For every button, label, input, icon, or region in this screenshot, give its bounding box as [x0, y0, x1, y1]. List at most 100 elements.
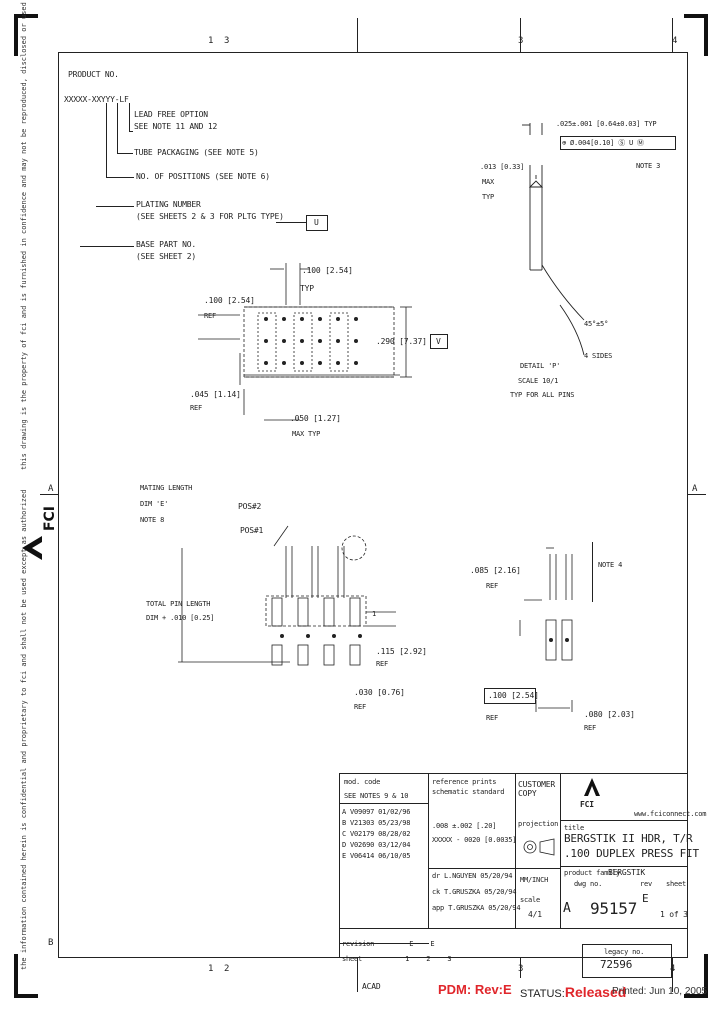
zone-divider-top-1: [357, 18, 358, 52]
scale-value: 4/1: [528, 910, 542, 919]
status: STATUS:Released: [520, 984, 626, 1000]
title-line-1: BERGSTIK II HDR, T/R: [564, 832, 693, 845]
pos-2: POS#2: [238, 502, 262, 511]
printed-date: Printed: Jun 10, 2005: [612, 986, 708, 997]
rev-label: rev: [640, 880, 653, 888]
zone-side-right-a: A: [692, 484, 698, 494]
side-view-drawing: [178, 525, 396, 666]
legacy-box: [582, 944, 672, 978]
leader-plating-code: [276, 222, 306, 223]
acad-label: ACAD: [362, 982, 381, 991]
dim-013-typ: TYP: [482, 193, 495, 201]
plating-number: PLATING NUMBER: [136, 200, 201, 209]
sheet-revision-1: E: [409, 940, 414, 948]
top-view-drawing: [198, 263, 412, 421]
rev-row: A V09097 01/02/96: [342, 808, 411, 816]
tube-packaging: TUBE PACKAGING (SEE NOTE 5): [134, 148, 259, 157]
crop-mark-br-h: [684, 994, 708, 998]
zone-top-2: 3: [224, 36, 230, 46]
mod-code-label: mod. code: [344, 778, 381, 786]
product-code: XXXXX-XXYYY-LF: [64, 95, 129, 104]
dim-013: .013 [0.33]: [480, 163, 525, 171]
tb-col-1: [428, 773, 429, 928]
sheet-revision-label: revision: [342, 940, 375, 948]
product-family: BERGSTIK: [608, 868, 645, 877]
zone-tick-left: [40, 494, 58, 495]
datum-v: V: [436, 337, 441, 346]
plating-type: (SEE SHEETS 2 & 3 FOR PLTG TYPE): [136, 212, 284, 221]
crop-mark-tl-h: [14, 14, 38, 18]
tb-row-family: [560, 866, 688, 867]
title-fci-logo: FCI: [580, 800, 594, 809]
angle-1: 45°±5°: [584, 320, 609, 328]
revision-history: A V09097 01/02/96 B V21303 05/23/98 C V0…: [342, 808, 428, 860]
sheet-number-1: 1: [405, 955, 410, 963]
leader-pos: [106, 103, 107, 177]
pin-dim-1: .025±.001 [0.64±0.03] TYP: [556, 120, 657, 128]
dim-width: .290 [7.37]: [376, 337, 427, 346]
dim-row-ref: REF: [204, 312, 217, 320]
angle-2: 4 SIDES: [584, 352, 613, 360]
crop-mark-br-v: [704, 954, 708, 998]
datum-v-box: [430, 334, 448, 349]
tb-col-2: [515, 773, 516, 928]
zone-side-left-b: B: [48, 938, 54, 948]
zone-bottom-2: 2: [224, 964, 230, 974]
tb-row-rev-head: [339, 803, 428, 804]
zone-top-1: 1: [208, 36, 214, 46]
pin-tolerance-box: [560, 136, 676, 150]
dim-pitch-typ: TYP: [300, 284, 314, 293]
product-family-label: product family: [564, 869, 621, 877]
zone-divider-top-3: [672, 18, 673, 52]
dim-edge-ref: REF: [190, 404, 203, 412]
sheet-number-2: 2: [426, 955, 431, 963]
sheet-label: sheet: [666, 880, 687, 888]
detail-p-scale: SCALE 10/1: [518, 377, 559, 385]
leader-lf-h: [129, 131, 133, 132]
leader-lf: [129, 103, 130, 131]
dim-post-maxtyp: MAX TYP: [292, 430, 321, 438]
leader-plating: [96, 206, 134, 207]
rev-value: E: [642, 892, 649, 905]
dim-030-ref: REF: [354, 703, 367, 711]
projection-label: projection: [518, 820, 559, 828]
dwg-label: dwg no.: [574, 880, 603, 888]
dim-115-ref: REF: [376, 660, 389, 668]
no-of-positions: NO. OF POSITIONS (SEE NOTE 6): [136, 172, 270, 181]
note4-leader: [592, 542, 593, 602]
pin-dim-2: ⊕ Ø.004[0.10] Ⓢ U Ⓜ: [562, 139, 644, 147]
plating-code: U: [314, 218, 319, 227]
crop-mark-bl-h: [14, 994, 38, 998]
sheet-revision-row: revision E E: [342, 931, 435, 950]
zone-top-4: 4: [672, 36, 678, 46]
see-notes: SEE NOTES 9 & 10: [344, 792, 409, 800]
dim-115: .115 [2.92]: [376, 647, 427, 656]
title-block: [339, 773, 688, 958]
crop-mark-tl-v: [14, 14, 18, 56]
end-view-drawing: [519, 547, 573, 712]
tb-row-logo: [560, 820, 688, 821]
sign-row: dr L.NGUYEN 05/20/94: [432, 872, 513, 880]
zone-bottom-3: 3: [518, 964, 524, 974]
sign-rows: dr L.NGUYEN 05/20/94 ck T.GRUSZKA 05/20/…: [432, 872, 521, 912]
note-3: NOTE 3: [636, 162, 661, 170]
sheet-revision-2: E: [430, 940, 435, 948]
zone-bottom-1: 1: [208, 964, 214, 974]
tb-col-3: [560, 773, 561, 928]
fci-arrow-icon: [22, 536, 42, 560]
pdm-revision: PDM: Rev:E: [438, 982, 512, 997]
total-pin-dim: DIM + .010 [0.25]: [146, 614, 215, 622]
sheet-number-3: 3: [447, 955, 452, 963]
detail-p-note: TYP FOR ALL PINS: [510, 391, 575, 399]
dim-080: .080 [2.03]: [584, 710, 635, 719]
dim-100-end: .100 [2.54]: [488, 691, 539, 700]
status-value: Released: [564, 984, 627, 1000]
plating-code-box: [306, 215, 328, 231]
tb-row-bottom: [339, 928, 688, 929]
dim-edge: .045 [1.14]: [190, 390, 241, 399]
dim-pitch-top: .100 [2.54]: [302, 266, 353, 275]
dim-085: .085 [2.16]: [470, 566, 521, 575]
base-part-sheet: (SEE SHEET 2): [136, 252, 197, 261]
side-fci-logo: [20, 520, 44, 590]
rev-row: D V02690 03/12/04: [342, 841, 411, 849]
